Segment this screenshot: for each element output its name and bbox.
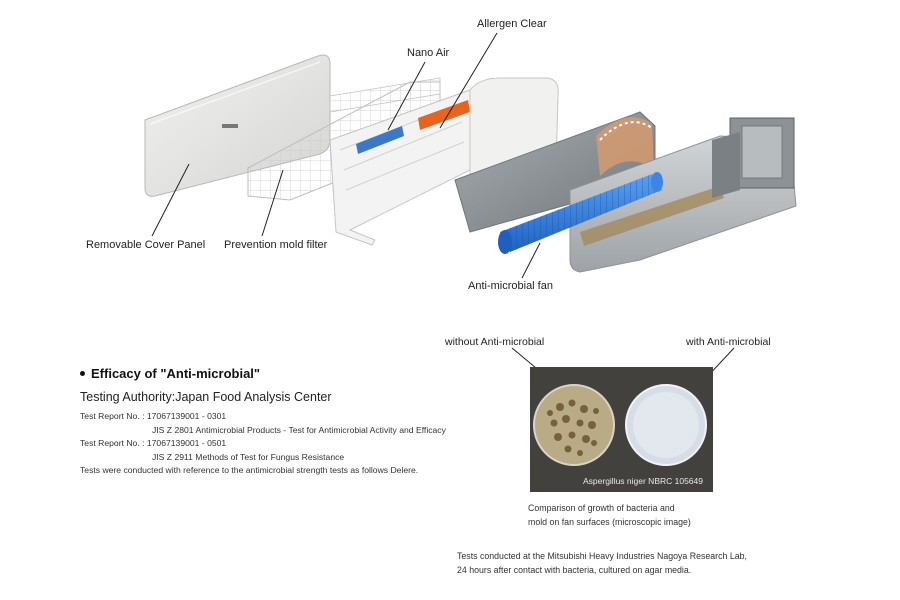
allergen-clear-filter [418,100,470,130]
heat-exchanger-illustration [454,111,656,233]
without-anti-microbial-label: without Anti-microbial [445,336,545,348]
callout-allergen-clear: Allergen Clear [477,18,547,30]
callout-anti-microbial-fan: Anti-microbial fan [468,280,553,292]
bullet-icon [80,371,85,376]
lab-footnote-line-2: 24 hours after contact with bacteria, cu… [457,565,692,575]
front-frame-illustration [329,89,471,246]
efficacy-section: Efficacy of "Anti-microbial" Testing Aut… [80,366,520,478]
lab-footnote: Tests conducted at the Mitsubishi Heavy … [457,549,747,577]
photo-specimen-caption: Aspergillus niger NBRC 105649 [582,476,703,486]
efficacy-heading-text: Efficacy of "Anti-microbial" [91,366,261,381]
callout-cover-panel: Removable Cover Panel [86,239,206,251]
chassis-illustration [569,117,797,273]
nano-air-filter [356,126,404,154]
brand-logo-mark [222,124,238,128]
report-1-standard: JIS Z 2801 Antimicrobial Products - Test… [152,424,446,435]
testing-authority: Testing Authority:Japan Food Analysis Ce… [80,390,332,404]
photo-caption: Comparison of growth of bacteria and mol… [528,501,691,529]
petri-dish-image [530,367,713,492]
callout-mold-filter: Prevention mold filter [224,239,328,251]
anti-microbial-fan-illustration [498,172,663,254]
report-2-standard: JIS Z 2911 Methods of Test for Fungus Re… [152,451,345,462]
report-2-label: Test Report No. : 17067139001 - 0501 [80,438,227,448]
petri-dish-photo: Aspergillus niger NBRC 105649 [530,367,713,492]
photo-caption-line-2: mold on fan surfaces (microscopic image) [528,517,691,527]
test-note: Tests were conducted with reference to t… [80,465,419,475]
photo-caption-line-1: Comparison of growth of bacteria and [528,503,675,513]
efficacy-heading: Efficacy of "Anti-microbial" [80,366,520,381]
with-anti-microbial-label: with Anti-microbial [686,336,771,348]
report-1-label: Test Report No. : 17067139001 - 0301 [80,411,227,421]
callout-nano-air: Nano Air [407,47,450,59]
test-reports: Test Report No. : 17067139001 - 0301 JIS… [80,410,520,478]
lab-footnote-line-1: Tests conducted at the Mitsubishi Heavy … [457,551,747,561]
